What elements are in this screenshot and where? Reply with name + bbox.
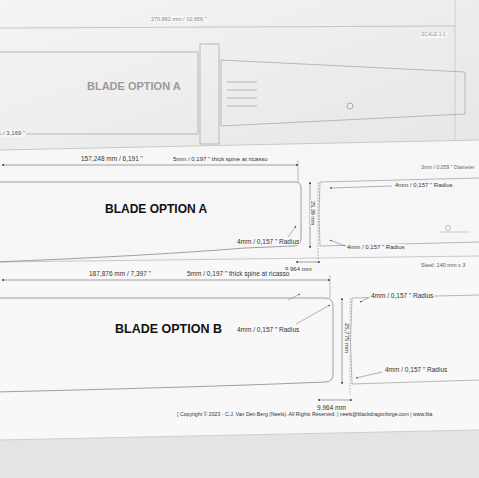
dimension-label: 3mm / 0,059 " Diameter [420, 165, 476, 171]
dimension-label: 4mm / 0,157 " Radius [370, 292, 434, 299]
dimension-label: SCALE 1:1 [420, 32, 447, 38]
dimension-label: 4mm / 0,157 " Radius [236, 326, 300, 333]
dimension-label: 9,964 mm [316, 404, 347, 411]
dimension-label: 5mm / 0,197 " thick spine at ricasso [172, 156, 269, 163]
dimension-label: 157,248 mm / 6,191 " [80, 155, 144, 162]
dimension-label: 270,862 mm / 10,656 " [150, 16, 207, 22]
dimension-label: 187,876 mm / 7,397 " [88, 270, 152, 277]
blade-template: BLADE OPTION B [0, 294, 345, 394]
dimension-label: 4mm / 0,157 " Radius [394, 182, 454, 189]
dimension-label: Steel: 140 mm x 3 [420, 262, 466, 268]
blade-title: BLADE OPTION A [87, 80, 181, 92]
dimension-label: 4mm / 0,157 " Radius [384, 366, 448, 373]
vertical-dimension: 25,775 mm [343, 322, 350, 354]
blade-template: BLADE OPTION A [0, 42, 473, 146]
blade-outline [0, 42, 473, 146]
blade-outline [0, 178, 313, 264]
blade-title: BLADE OPTION A [105, 202, 207, 216]
blade-outline [0, 294, 345, 394]
dimension-label: 4mm / 0,157 " Radius [346, 244, 406, 251]
vertical-dimension: 25,39 mm [310, 200, 316, 226]
dimension-label: [ Copyright © 2023 - C.J. Van Den Berg (… [176, 412, 433, 418]
dimension-label: 5mm / 0,197 " thick spine at ricasso [186, 270, 290, 277]
blade-title: BLADE OPTION B [115, 322, 222, 336]
blade-template: BLADE OPTION A [0, 178, 313, 264]
dimension-label: 4mm / 0,157 " Radius [236, 238, 300, 245]
dimension-label: / 3,169 " [2, 130, 26, 137]
